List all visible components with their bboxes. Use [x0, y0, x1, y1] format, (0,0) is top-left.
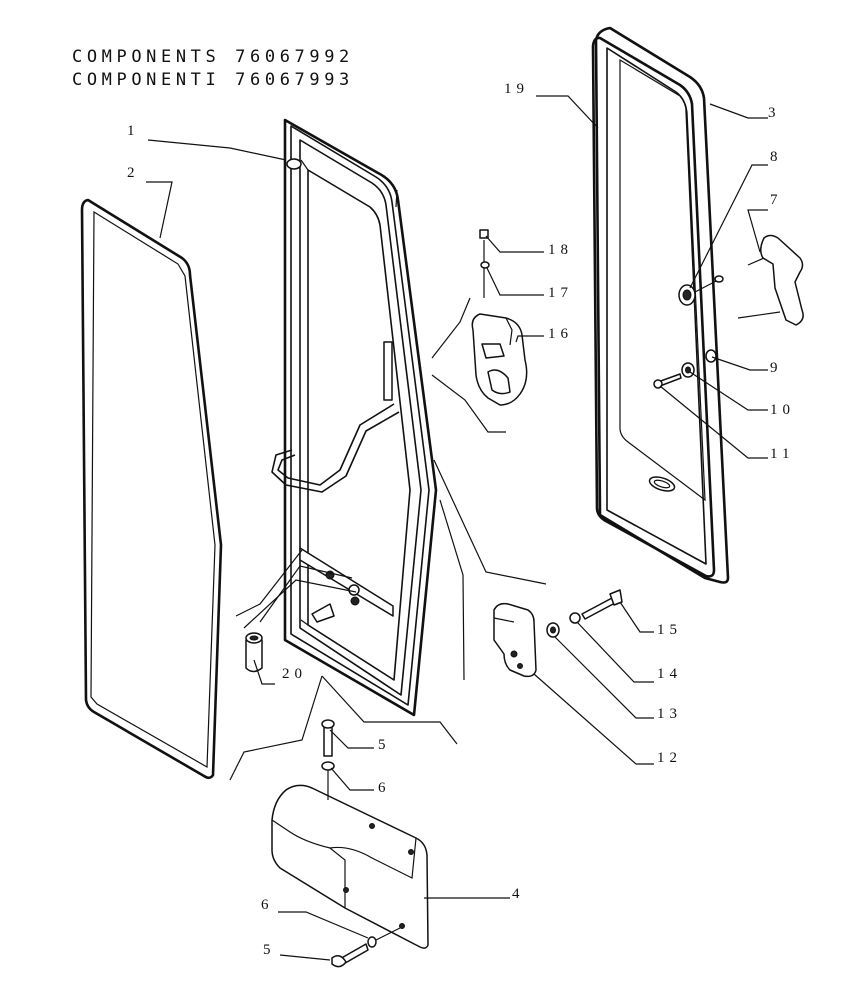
striker-part-12 — [493, 589, 623, 678]
window-assembly — [591, 26, 730, 584]
callout-6-upper: 6 — [378, 780, 391, 796]
washers-screw-9-10-11 — [653, 349, 717, 389]
leader-lines — [146, 95, 768, 961]
callout-5-upper: 5 — [378, 737, 391, 753]
latch-block-16 — [471, 229, 528, 406]
callout-4: 4 — [512, 886, 525, 902]
callout-18: 18 — [548, 242, 573, 258]
callout-15: 15 — [657, 622, 682, 638]
cover-plate-part-4 — [271, 719, 429, 968]
callout-11: 11 — [770, 446, 795, 462]
door-rod — [271, 403, 400, 493]
handle-part-7 — [737, 234, 804, 326]
callout-13: 13 — [657, 706, 682, 722]
callout-12: 12 — [657, 750, 682, 766]
callout-10: 10 — [770, 402, 795, 418]
callout-9: 9 — [770, 360, 783, 376]
componenti-title: COMPONENTI 76067993 — [72, 70, 354, 90]
callout-19: 19 — [504, 81, 529, 97]
callout-14: 14 — [657, 666, 682, 682]
callout-8: 8 — [770, 149, 783, 165]
door-frame — [283, 118, 438, 717]
callout-2: 2 — [127, 165, 140, 181]
callout-7: 7 — [770, 192, 783, 208]
bushing-part-20 — [245, 632, 275, 685]
callout-1: 1 — [127, 123, 140, 139]
callout-20: 20 — [282, 666, 307, 682]
components-title: COMPONENTS 76067992 — [72, 47, 354, 67]
callout-3: 3 — [768, 105, 781, 121]
callout-5-lower: 5 — [263, 942, 276, 958]
frame-lower-bracket — [299, 547, 394, 623]
callout-17: 17 — [548, 285, 573, 301]
callout-6-lower: 6 — [261, 897, 274, 913]
grommet-part-8 — [678, 275, 724, 306]
glass-panel-left — [80, 198, 223, 780]
callout-16: 16 — [548, 326, 573, 342]
